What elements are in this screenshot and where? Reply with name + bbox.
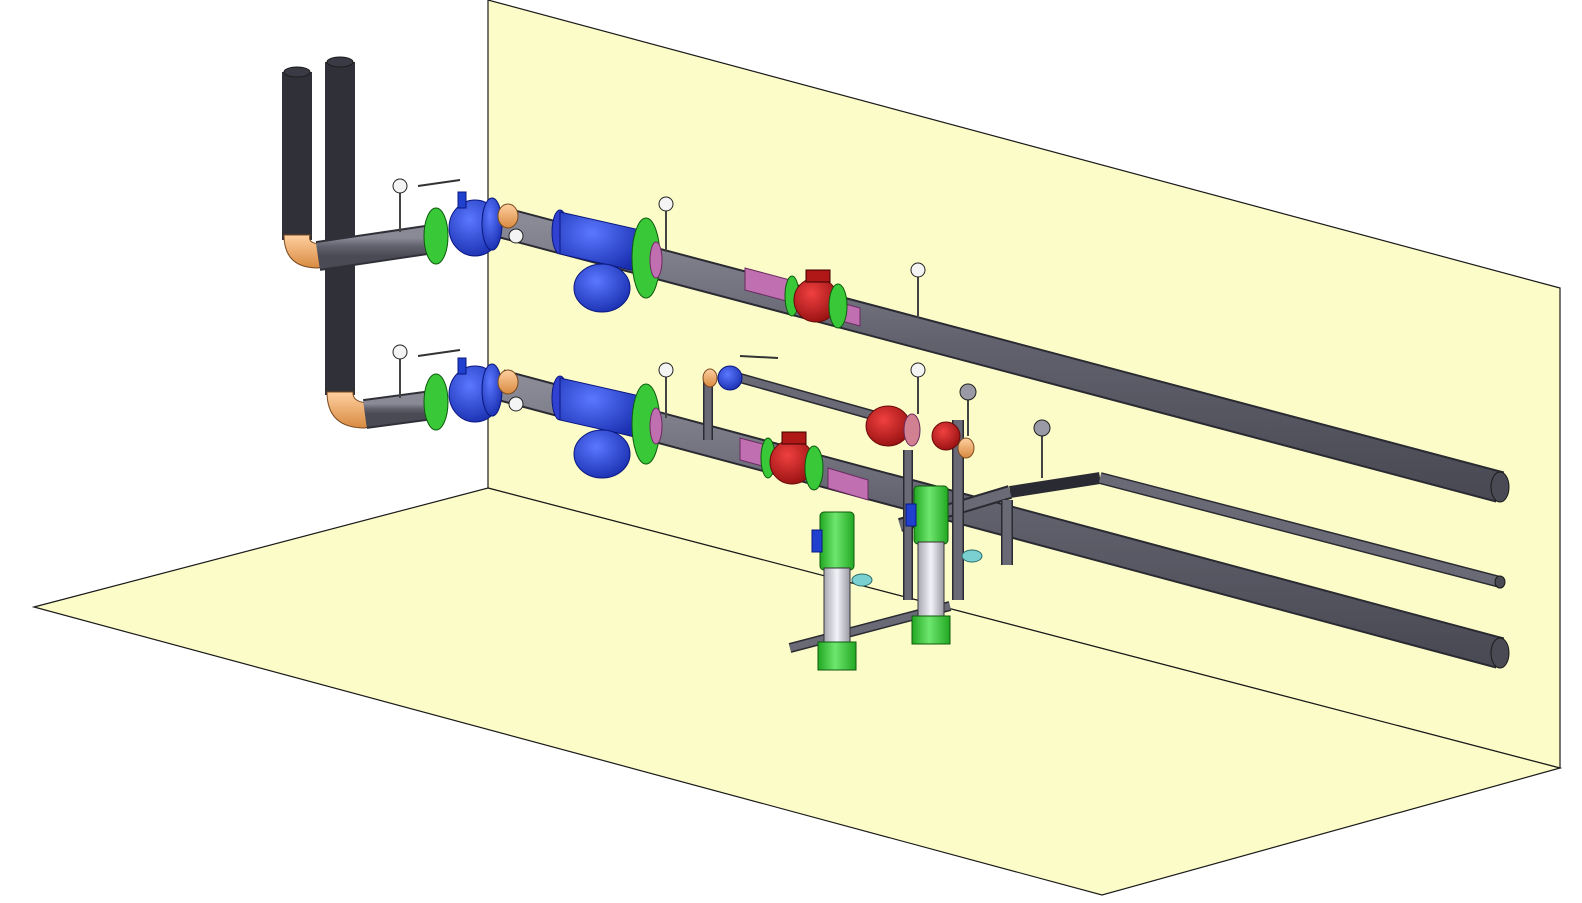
bypass-valves bbox=[702, 355, 975, 459]
floor-plane bbox=[31, 487, 1563, 896]
check-valve-lower bbox=[760, 431, 824, 491]
strainer-upper bbox=[551, 209, 663, 313]
header-upper bbox=[495, 206, 1510, 503]
pump-2 bbox=[851, 485, 983, 645]
gate-valve-lower bbox=[417, 349, 519, 431]
risers bbox=[282, 56, 401, 429]
pressure-gauge-icon bbox=[1033, 419, 1051, 478]
strainer-lower bbox=[551, 375, 663, 479]
pressure-gauge-icon bbox=[658, 196, 674, 252]
pressure-gauge-icon bbox=[658, 362, 674, 418]
pressure-gauge-icon bbox=[910, 362, 926, 414]
header-lower bbox=[495, 369, 1510, 669]
pressure-gauge-icon bbox=[392, 344, 408, 398]
thermometer-icon bbox=[508, 396, 524, 412]
pressure-gauge-icon bbox=[392, 178, 408, 232]
thermometer-icon bbox=[508, 228, 524, 244]
gauges bbox=[392, 178, 1051, 478]
check-valve-upper bbox=[784, 269, 848, 329]
pressure-gauge-icon bbox=[959, 383, 977, 436]
pressure-gauge-icon bbox=[910, 262, 926, 318]
room bbox=[31, 0, 1563, 896]
header-upper-inlet bbox=[315, 223, 443, 271]
pump-1 bbox=[788, 511, 952, 671]
gate-valve-upper bbox=[417, 179, 519, 265]
